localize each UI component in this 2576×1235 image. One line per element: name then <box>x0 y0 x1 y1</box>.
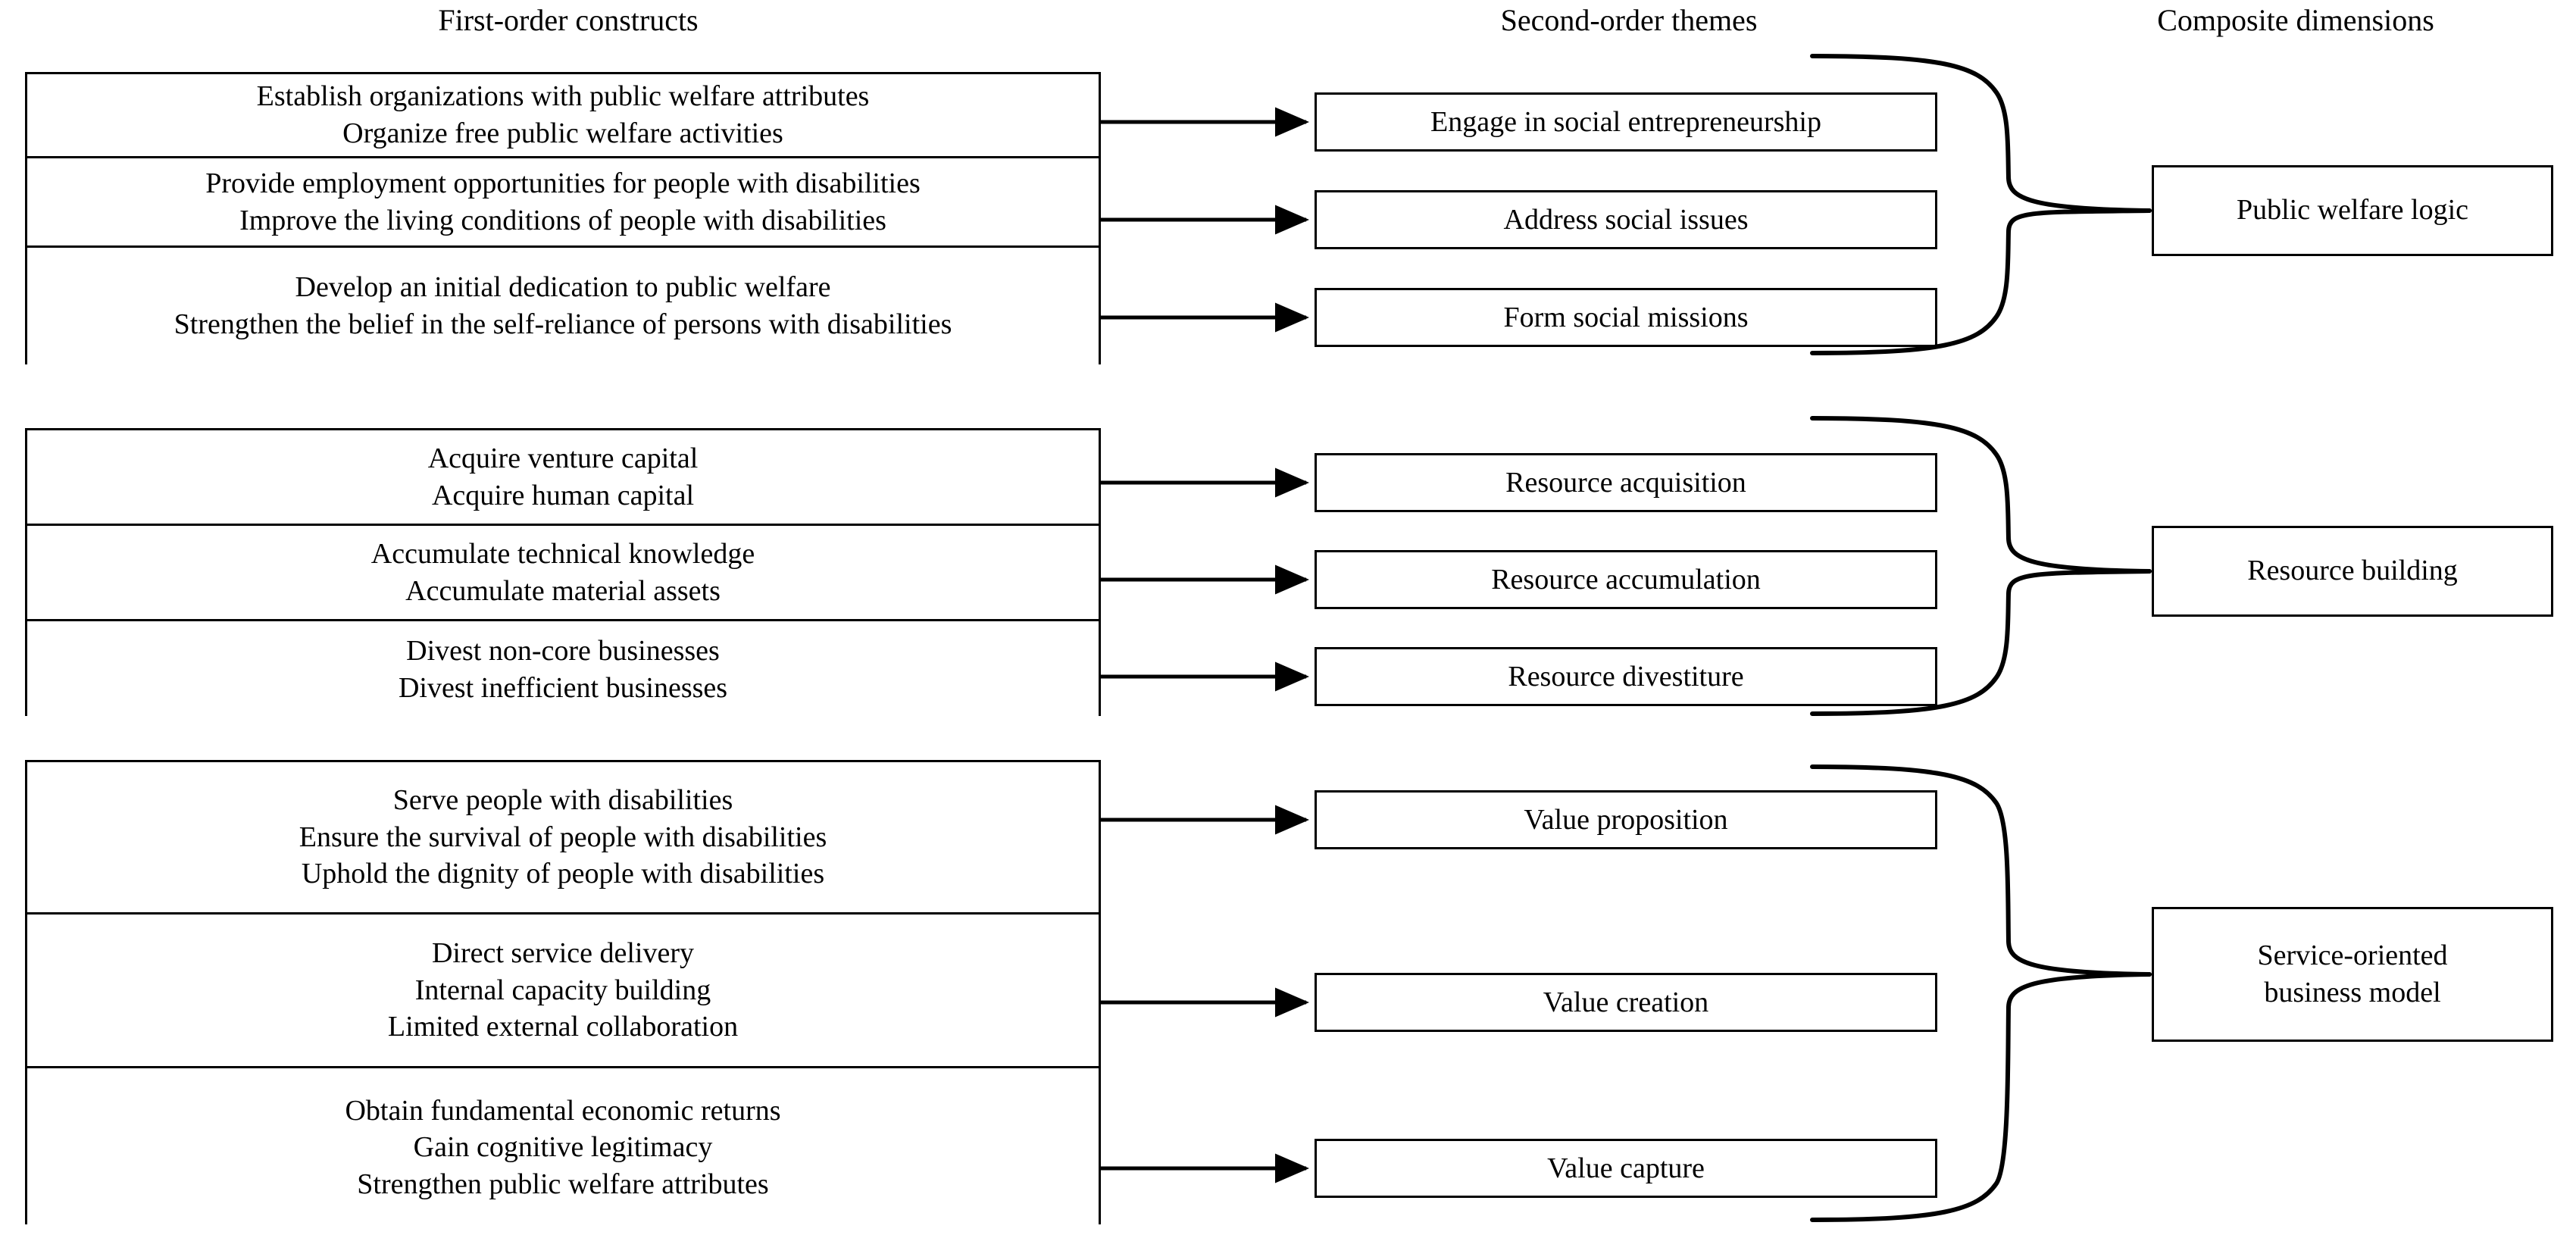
second-order-theme-box[interactable]: Resource divestiture <box>1315 647 1937 706</box>
first-order-line: Gain cognitive legitimacy <box>413 1131 713 1164</box>
first-order-line: Organize free public welfare activities <box>342 117 783 149</box>
composite-dimension-label: Public welfare logic <box>2236 194 2468 227</box>
first-order-line: Strengthen public welfare attributes <box>357 1168 769 1200</box>
first-order-box[interactable]: Divest non-core businesses Divest ineffi… <box>27 621 1099 718</box>
second-order-theme-label: Resource accumulation <box>1491 564 1761 596</box>
second-order-theme-box[interactable]: Value proposition <box>1315 790 1937 849</box>
first-order-line: Acquire human capital <box>431 479 695 511</box>
first-order-line: Strengthen the belief in the self-relian… <box>174 308 952 340</box>
first-order-line: Obtain fundamental economic returns <box>345 1094 781 1127</box>
first-order-line: Accumulate technical knowledge <box>370 537 755 570</box>
second-order-theme-label: Address social issues <box>1503 204 1749 236</box>
composite-dimension-box[interactable]: Public welfare logic <box>2152 165 2553 256</box>
second-order-theme-label: Value capture <box>1547 1152 1705 1184</box>
first-order-line: Limited external collaboration <box>387 1011 739 1043</box>
first-order-box[interactable]: Develop an initial dedication to public … <box>27 248 1099 364</box>
first-order-group-service-oriented-business-model: Serve people with disabilities Ensure th… <box>25 760 1101 1227</box>
first-order-box[interactable]: Direct service delivery Internal capacit… <box>27 915 1099 1068</box>
arrow-connectors-group-2 <box>1101 467 1310 692</box>
first-order-line: Develop an initial dedication to public … <box>295 271 831 304</box>
composite-dimension-box[interactable]: Service-oriented business model <box>2152 907 2553 1042</box>
second-order-theme-box[interactable]: Address social issues <box>1315 190 1937 249</box>
first-order-box[interactable]: Obtain fundamental economic returns Gain… <box>27 1068 1099 1227</box>
arrow-connectors-group-1 <box>1101 107 1310 333</box>
first-order-line: Acquire venture capital <box>427 442 699 474</box>
second-order-theme-label: Value creation <box>1543 986 1709 1018</box>
second-order-theme-box[interactable]: Form social missions <box>1315 288 1937 347</box>
composite-dimension-label: Service-oriented <box>2257 939 2448 971</box>
second-order-theme-box[interactable]: Resource acquisition <box>1315 453 1937 512</box>
arrow-connectors-group-3 <box>1101 805 1310 1183</box>
second-order-theme-label: Form social missions <box>1503 302 1749 333</box>
second-order-theme-label: Resource divestiture <box>1508 661 1744 693</box>
second-order-theme-label: Value proposition <box>1524 804 1728 836</box>
first-order-line: Establish organizations with public welf… <box>256 80 870 113</box>
first-order-line: Divest non-core businesses <box>406 635 720 668</box>
composite-dimension-box[interactable]: Resource building <box>2152 526 2553 617</box>
second-order-theme-box[interactable]: Engage in social entrepreneurship <box>1315 92 1937 152</box>
first-order-box[interactable]: Acquire venture capital Acquire human ca… <box>27 430 1099 526</box>
second-order-theme-box[interactable]: Resource accumulation <box>1315 550 1937 609</box>
second-order-theme-box[interactable]: Value capture <box>1315 1139 1937 1198</box>
first-order-line: Internal capacity building <box>414 974 711 1006</box>
first-order-line: Improve the living conditions of people … <box>239 204 886 236</box>
first-order-box[interactable]: Establish organizations with public welf… <box>27 74 1099 158</box>
column-header-first-order: First-order constructs <box>438 3 699 37</box>
first-order-group-resource-building: Acquire venture capital Acquire human ca… <box>25 428 1101 718</box>
column-header-composite-dimensions: Composite dimensions <box>2157 3 2434 37</box>
first-order-line: Accumulate material assets <box>405 574 721 607</box>
first-order-line: Direct service delivery <box>431 937 695 970</box>
second-order-theme-box[interactable]: Value creation <box>1315 973 1937 1032</box>
second-order-theme-label: Resource acquisition <box>1505 467 1746 499</box>
first-order-box[interactable]: Accumulate technical knowledge Accumulat… <box>27 526 1099 621</box>
second-order-theme-label: Engage in social entrepreneurship <box>1430 106 1821 138</box>
first-order-line: Ensure the survival of people with disab… <box>299 821 827 853</box>
composite-dimension-label: Resource building <box>2247 555 2458 587</box>
first-order-line: Provide employment opportunities for peo… <box>205 167 921 199</box>
first-order-line: Serve people with disabilities <box>392 784 733 817</box>
first-order-group-public-welfare-logic: Establish organizations with public welf… <box>25 72 1101 364</box>
first-order-line: Uphold the dignity of people with disabi… <box>301 858 825 890</box>
column-header-second-order: Second-order themes <box>1500 3 1758 37</box>
composite-dimension-label: business model <box>2264 977 2441 1008</box>
first-order-line: Divest inefficient businesses <box>398 672 728 704</box>
first-order-box[interactable]: Provide employment opportunities for peo… <box>27 158 1099 248</box>
first-order-box[interactable]: Serve people with disabilities Ensure th… <box>27 762 1099 915</box>
